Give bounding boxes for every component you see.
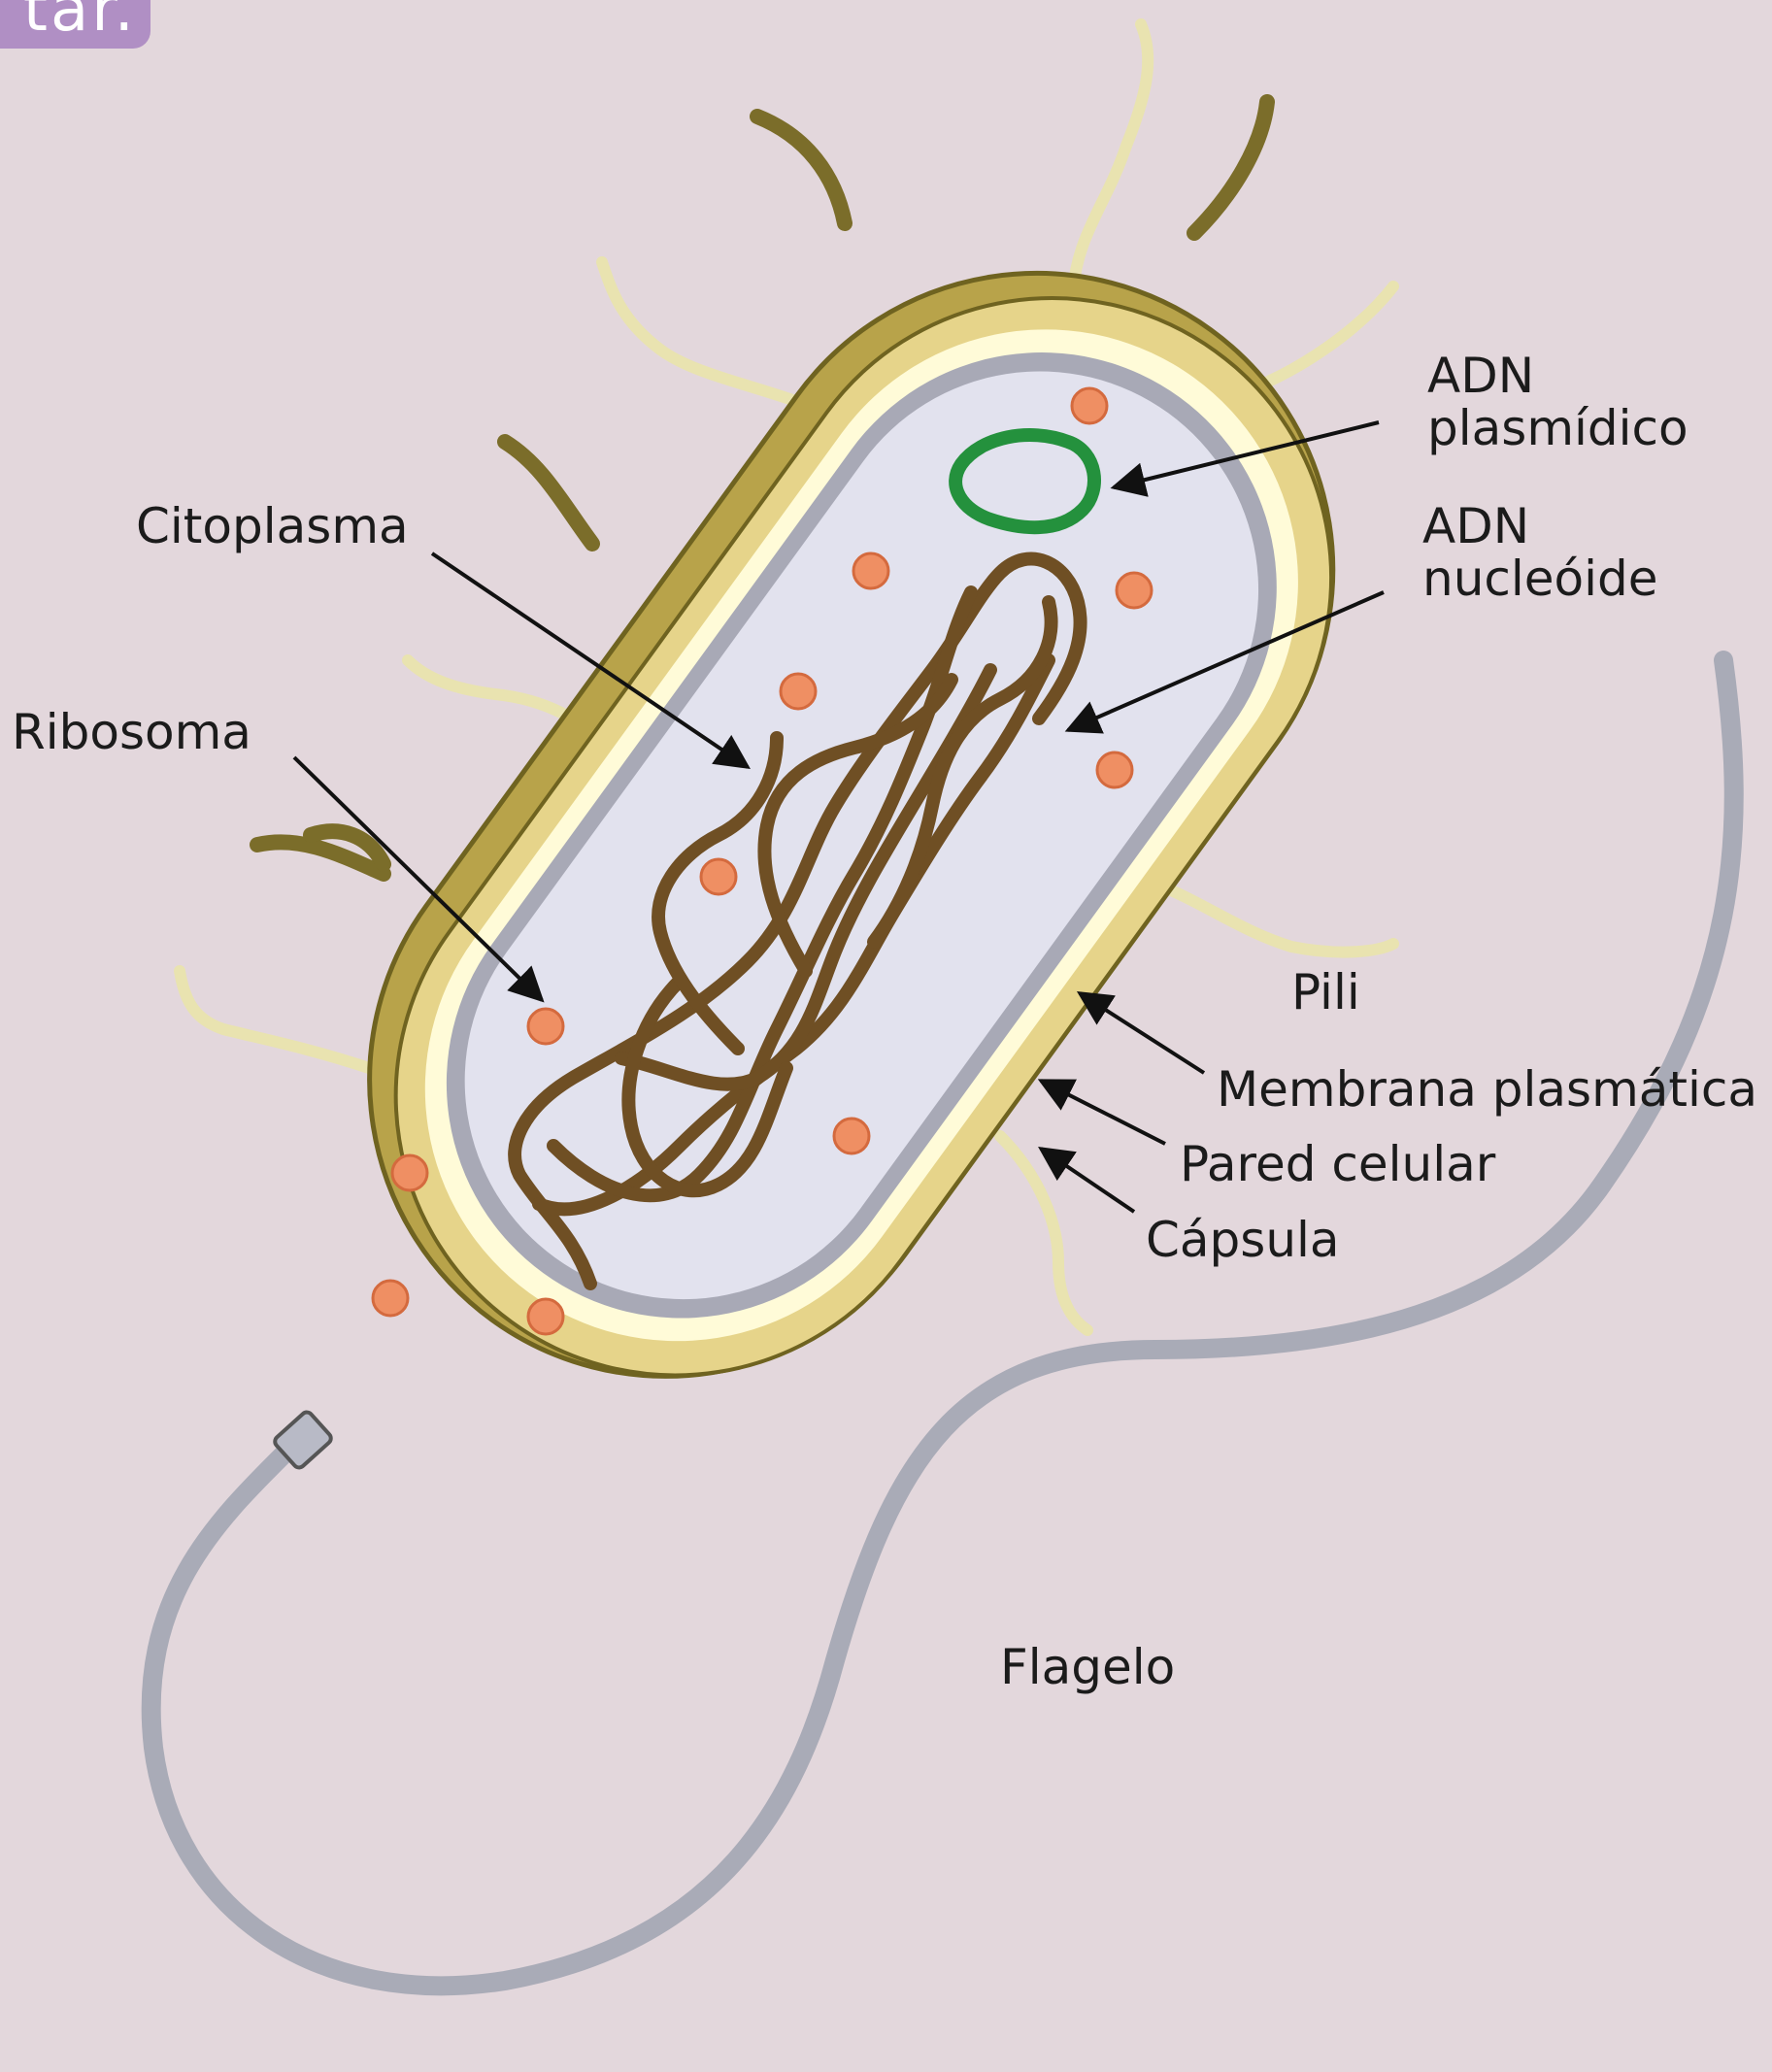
label-capsula: Cápsula bbox=[1146, 1214, 1340, 1266]
corner-tag: tar. bbox=[0, 0, 150, 49]
cell-body bbox=[252, 155, 1451, 1493]
arrow-icon bbox=[1041, 1081, 1165, 1144]
ribosome-icon bbox=[853, 553, 888, 588]
label-citoplasma: Citoplasma bbox=[136, 500, 409, 552]
ribosome-icon bbox=[528, 1299, 563, 1334]
label-adn-nucleoide: ADN nucleóide bbox=[1422, 500, 1658, 605]
ribosome-icon bbox=[1097, 752, 1132, 787]
arrow-icon bbox=[1041, 1149, 1134, 1212]
label-adn-plasmidico: ADN plasmídico bbox=[1427, 350, 1688, 454]
ribosome-icon bbox=[701, 859, 736, 894]
ribosome-icon bbox=[1072, 388, 1107, 423]
label-pili: Pili bbox=[1291, 966, 1360, 1019]
label-membrana-plasmatica: Membrana plasmática bbox=[1217, 1063, 1757, 1116]
label-pared-celular: Pared celular bbox=[1180, 1138, 1495, 1190]
ribosome-icon bbox=[781, 674, 816, 709]
ribosome-icon bbox=[392, 1155, 427, 1190]
ribosome-icon bbox=[528, 1009, 563, 1044]
label-flagelo: Flagelo bbox=[1000, 1641, 1175, 1693]
arrow-icon bbox=[1080, 993, 1204, 1073]
ribosome-icon bbox=[1117, 573, 1152, 608]
ribosome-icon bbox=[834, 1119, 869, 1153]
ribosome-icon bbox=[373, 1281, 408, 1316]
label-ribosoma: Ribosoma bbox=[12, 706, 251, 758]
